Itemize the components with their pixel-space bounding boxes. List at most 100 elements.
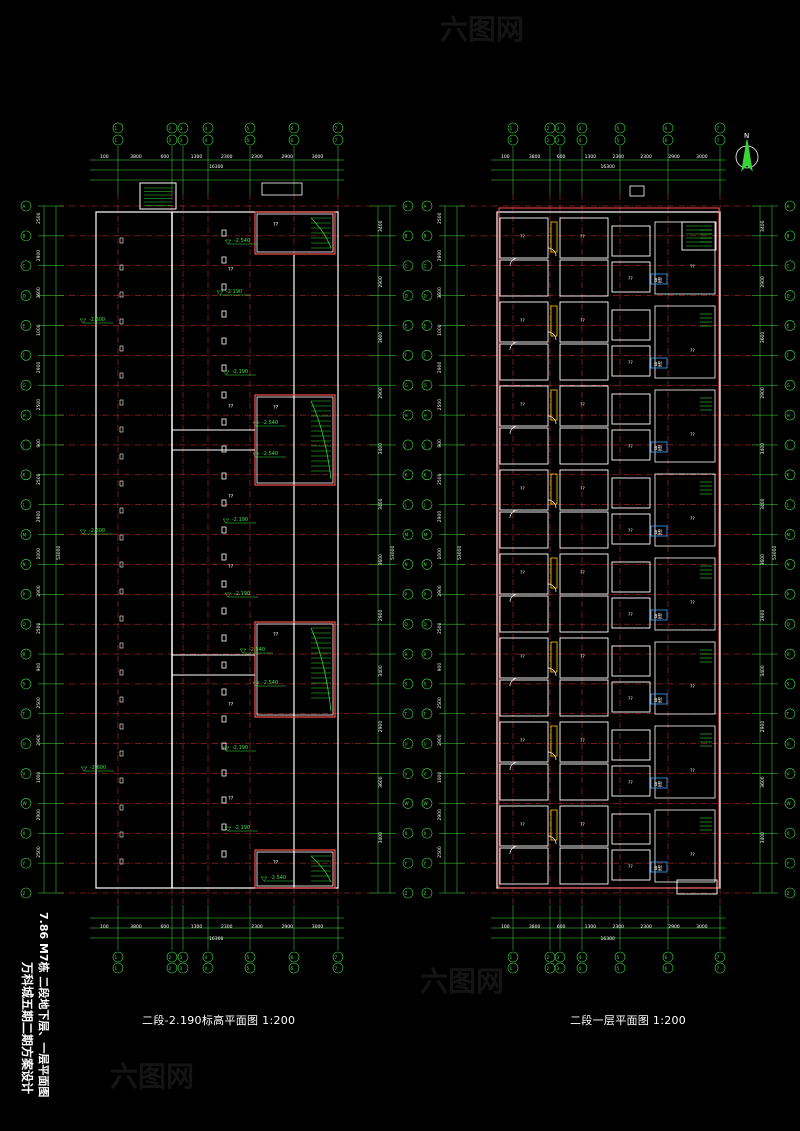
room-wall xyxy=(559,679,609,717)
column-stub xyxy=(221,445,227,453)
room-label: ?? xyxy=(690,684,695,690)
axis-label: B xyxy=(405,234,408,239)
door-swing xyxy=(547,751,557,761)
door-swing xyxy=(547,415,557,425)
stair-arrow xyxy=(310,400,332,480)
dimension-text: 3400 xyxy=(378,665,384,677)
column-stub xyxy=(221,580,227,588)
dimension-text: 3400 xyxy=(378,220,384,232)
axis-label: M xyxy=(424,532,428,537)
axis-label: R xyxy=(424,652,427,657)
axis-label: K xyxy=(405,473,408,478)
axis-label: X xyxy=(405,831,408,836)
axis-label: 2 xyxy=(547,966,550,971)
room-label: ?? xyxy=(580,822,585,828)
axis-label: H xyxy=(405,413,408,418)
dimension-text: 600 xyxy=(161,154,170,160)
room-label: ?? xyxy=(580,654,585,660)
column-axis-bubble xyxy=(288,951,300,963)
axis-label: C xyxy=(424,264,427,269)
stair-arrow xyxy=(310,627,332,712)
room-label: ?? xyxy=(520,402,525,408)
row-axis-bubble xyxy=(20,469,32,481)
column-stub xyxy=(221,391,227,399)
dimension-text: 1300 xyxy=(585,154,597,160)
unit-type-tag xyxy=(650,525,668,537)
column-axis-bubble xyxy=(576,951,588,963)
column-axis-bubble xyxy=(202,962,214,974)
axis-label: P xyxy=(424,592,427,597)
room-wall xyxy=(559,217,609,259)
axis-label: L xyxy=(787,502,790,507)
column-stub xyxy=(119,534,124,541)
dimension-text: 2900 xyxy=(282,154,294,160)
dimension-text: 3400 xyxy=(760,443,766,455)
unit-type-label: B型 xyxy=(654,781,662,788)
column-axis-bubble xyxy=(332,134,344,146)
room-wall xyxy=(559,805,609,847)
column-stub xyxy=(119,426,124,433)
room-label: ?? xyxy=(580,318,585,324)
axis-label: E xyxy=(787,323,790,328)
row-axis-bubble xyxy=(784,469,796,481)
axis-label: 7 xyxy=(335,966,338,971)
column-axis-bubble xyxy=(166,134,178,146)
column-axis-bubble xyxy=(332,962,344,974)
row-axis-bubble xyxy=(20,409,32,421)
column-stub xyxy=(221,418,227,426)
dimension-text: 900 xyxy=(36,663,42,672)
column-stub xyxy=(119,777,124,784)
row-axis-bubble xyxy=(421,768,433,779)
column-stub xyxy=(221,229,227,237)
axis-label: F xyxy=(787,353,790,358)
axis-label: 6 xyxy=(665,955,668,960)
dimension-text: 3400 xyxy=(760,220,766,232)
column-axis-bubble xyxy=(202,134,214,146)
dimension-text: 2900 xyxy=(36,250,42,262)
unit-type-label: B型 xyxy=(654,613,662,620)
axis-label: C xyxy=(787,264,790,269)
axis-label: 4 xyxy=(579,126,582,131)
row-axis-bubble xyxy=(784,887,796,899)
room-wall xyxy=(499,847,549,885)
door-swing xyxy=(509,341,519,351)
row-axis-bubble xyxy=(421,260,433,272)
axis-label: W xyxy=(23,801,27,806)
axis-label: D xyxy=(424,293,427,298)
row-axis-bubble xyxy=(421,798,433,809)
axis-label: X xyxy=(23,831,26,836)
axis-label: T xyxy=(423,712,427,717)
row-axis-bubble xyxy=(20,857,32,869)
watermark: 六图网 xyxy=(440,13,525,46)
row-axis-bubble xyxy=(784,798,796,809)
dimension-text: 3400 xyxy=(378,443,384,455)
shaft xyxy=(550,221,558,253)
dimension-text: 2900 xyxy=(378,387,384,399)
row-axis-bubble xyxy=(20,439,32,451)
room-label: ?? xyxy=(690,264,695,270)
column-stub xyxy=(119,723,124,730)
level-mark-triangle xyxy=(79,318,87,324)
unit-type-tag xyxy=(650,357,668,369)
axis-label: N xyxy=(787,562,790,567)
axis-label: A xyxy=(424,204,427,209)
stair-core-inner xyxy=(256,396,334,484)
column-stub xyxy=(119,750,124,757)
unit-type-tag xyxy=(650,441,668,453)
dimension-text: 3400 xyxy=(760,498,766,510)
axis-label: W xyxy=(424,801,428,806)
stair-core-inner xyxy=(256,623,334,716)
room-wall xyxy=(559,343,609,381)
ground-floor-plan: 1111222233334444555566667777100100380038… xyxy=(421,122,796,974)
dimension-text: 1300 xyxy=(191,154,203,160)
column-stub xyxy=(221,526,227,534)
axis-label: R xyxy=(405,652,408,657)
dimension-text: 1000 xyxy=(437,772,443,784)
dimension-text: 2900 xyxy=(760,387,766,399)
room-label: ?? xyxy=(628,528,633,534)
column-stub xyxy=(221,742,227,750)
watermark: 六图网 xyxy=(420,965,505,998)
axis-label: F xyxy=(424,353,427,358)
row-axis-bubble xyxy=(784,648,796,660)
row-axis-bubble xyxy=(20,200,32,212)
